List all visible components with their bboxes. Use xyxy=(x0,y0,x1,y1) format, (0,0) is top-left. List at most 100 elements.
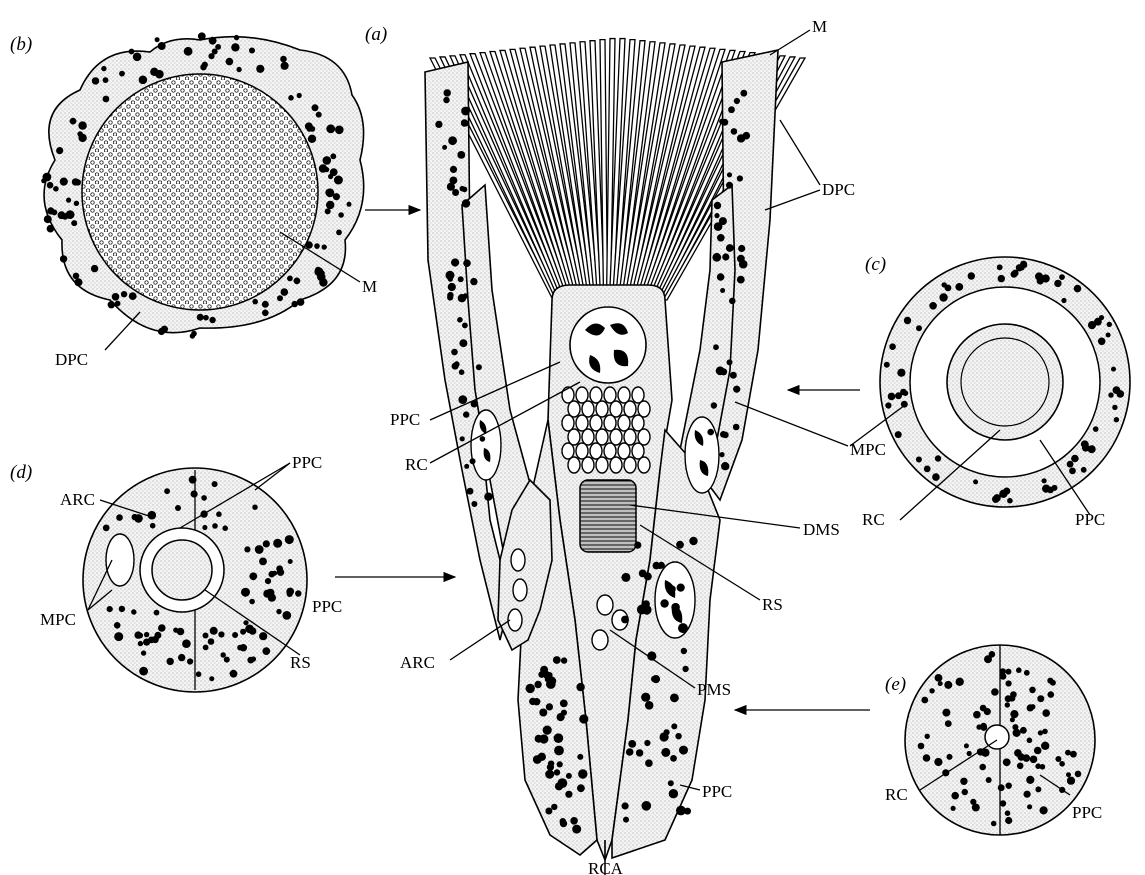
pigment-granule xyxy=(47,207,54,214)
pigment-granule xyxy=(1108,392,1113,397)
pigment-granule xyxy=(178,654,185,661)
pigment-granule xyxy=(203,645,209,651)
pigment-granule xyxy=(991,821,997,827)
pigment-granule xyxy=(1034,747,1042,755)
right-nucleus xyxy=(685,417,719,493)
pigment-granule xyxy=(577,784,585,792)
pigment-granule xyxy=(461,107,470,116)
pigment-granule xyxy=(951,806,956,811)
pigment-granule xyxy=(1054,280,1061,287)
pigment-granule xyxy=(184,47,193,56)
pigment-granule xyxy=(1042,729,1048,735)
pigment-granule xyxy=(932,473,940,481)
pigment-granule xyxy=(554,733,564,743)
pigment-granule xyxy=(1017,763,1024,770)
rc-nucleus xyxy=(570,307,646,383)
pigment-granule xyxy=(964,743,969,748)
pigment-granule xyxy=(224,657,230,663)
pigment-granule xyxy=(448,283,456,291)
pigment-granule xyxy=(707,429,714,436)
pigment-granule xyxy=(1012,270,1019,277)
pigment-granule xyxy=(175,505,181,511)
pigment-granule xyxy=(129,49,135,55)
pigment-granule xyxy=(657,563,663,569)
mitochondrion xyxy=(513,579,527,601)
pigment-granule xyxy=(622,802,629,809)
pigment-granule xyxy=(71,220,77,226)
pigment-granule xyxy=(272,571,277,576)
label-a-rca: RCA xyxy=(588,859,624,875)
pigment-granule xyxy=(1074,285,1082,293)
pigment-granule xyxy=(460,436,465,441)
pigment-granule xyxy=(534,681,541,688)
pigment-granule xyxy=(221,652,226,657)
pigment-granule xyxy=(326,201,334,209)
pigment-granule xyxy=(1010,717,1015,722)
pigment-granule xyxy=(58,211,66,219)
pigment-granule xyxy=(288,559,293,564)
pigment-granule xyxy=(962,789,968,795)
label-d-mpc: MPC xyxy=(40,610,76,629)
pigment-granule xyxy=(1020,727,1027,734)
pigment-granule xyxy=(1070,751,1077,758)
pigment-granule xyxy=(1048,691,1055,698)
pigment-granule xyxy=(191,490,198,497)
pigment-granule xyxy=(960,778,967,785)
pigment-granule xyxy=(155,37,160,42)
pigment-granule xyxy=(1066,772,1071,777)
pigment-granule xyxy=(1035,786,1041,792)
pigment-granule xyxy=(240,629,246,635)
pigment-granule xyxy=(955,283,963,291)
pigment-granule xyxy=(114,622,121,629)
pigment-granule xyxy=(1022,263,1027,268)
label-b-dpc: DPC xyxy=(55,350,88,369)
pigment-granule xyxy=(671,723,677,729)
pigment-granule xyxy=(684,808,691,815)
pigment-granule xyxy=(539,709,547,717)
pigment-granule xyxy=(1040,806,1048,814)
pigment-granule xyxy=(989,651,996,658)
pigment-granule xyxy=(138,641,143,646)
pigment-granule xyxy=(722,432,729,439)
pigment-granule xyxy=(670,755,677,762)
label-b-m: M xyxy=(362,277,377,296)
pigment-granule xyxy=(1041,742,1049,750)
pigment-granule xyxy=(1071,455,1079,463)
pigment-granule xyxy=(459,369,465,375)
pigment-granule xyxy=(292,301,298,307)
pigment-granule xyxy=(1117,390,1125,398)
pigment-granule xyxy=(984,708,991,715)
pigment-granule xyxy=(294,278,301,285)
pigment-granule xyxy=(939,293,947,301)
pigment-granule xyxy=(467,488,474,495)
pigment-granule xyxy=(1027,738,1033,744)
pigment-granule xyxy=(231,43,239,51)
pigment-granule xyxy=(143,639,150,646)
pigment-granule xyxy=(1006,680,1012,686)
pigment-granule xyxy=(561,710,567,716)
pigment-granule xyxy=(727,172,732,177)
pigment-granule xyxy=(1000,668,1006,674)
pigment-granule xyxy=(1042,709,1050,717)
pigment-granule xyxy=(471,501,477,507)
pigment-granule xyxy=(447,292,453,298)
pigment-granule xyxy=(259,558,267,566)
pigment-granule xyxy=(107,606,113,612)
pigment-granule xyxy=(681,648,687,654)
pigment-granule xyxy=(1005,695,1012,702)
pigment-granule xyxy=(152,636,159,643)
pigment-granule xyxy=(444,89,451,96)
pigment-granule xyxy=(731,128,738,135)
label-a-rc: RC xyxy=(405,455,428,474)
pigment-granule xyxy=(112,293,120,301)
pigment-granule xyxy=(150,523,156,529)
pigment-granule xyxy=(308,135,316,143)
pigment-granule xyxy=(884,362,890,368)
pigment-granule xyxy=(208,638,215,645)
pigment-granule xyxy=(129,292,137,300)
pigment-granule xyxy=(273,539,282,548)
pigment-granule xyxy=(232,632,238,638)
pigment-granule xyxy=(967,751,972,756)
pigment-granule xyxy=(970,799,976,805)
mitochondrion xyxy=(568,457,580,473)
